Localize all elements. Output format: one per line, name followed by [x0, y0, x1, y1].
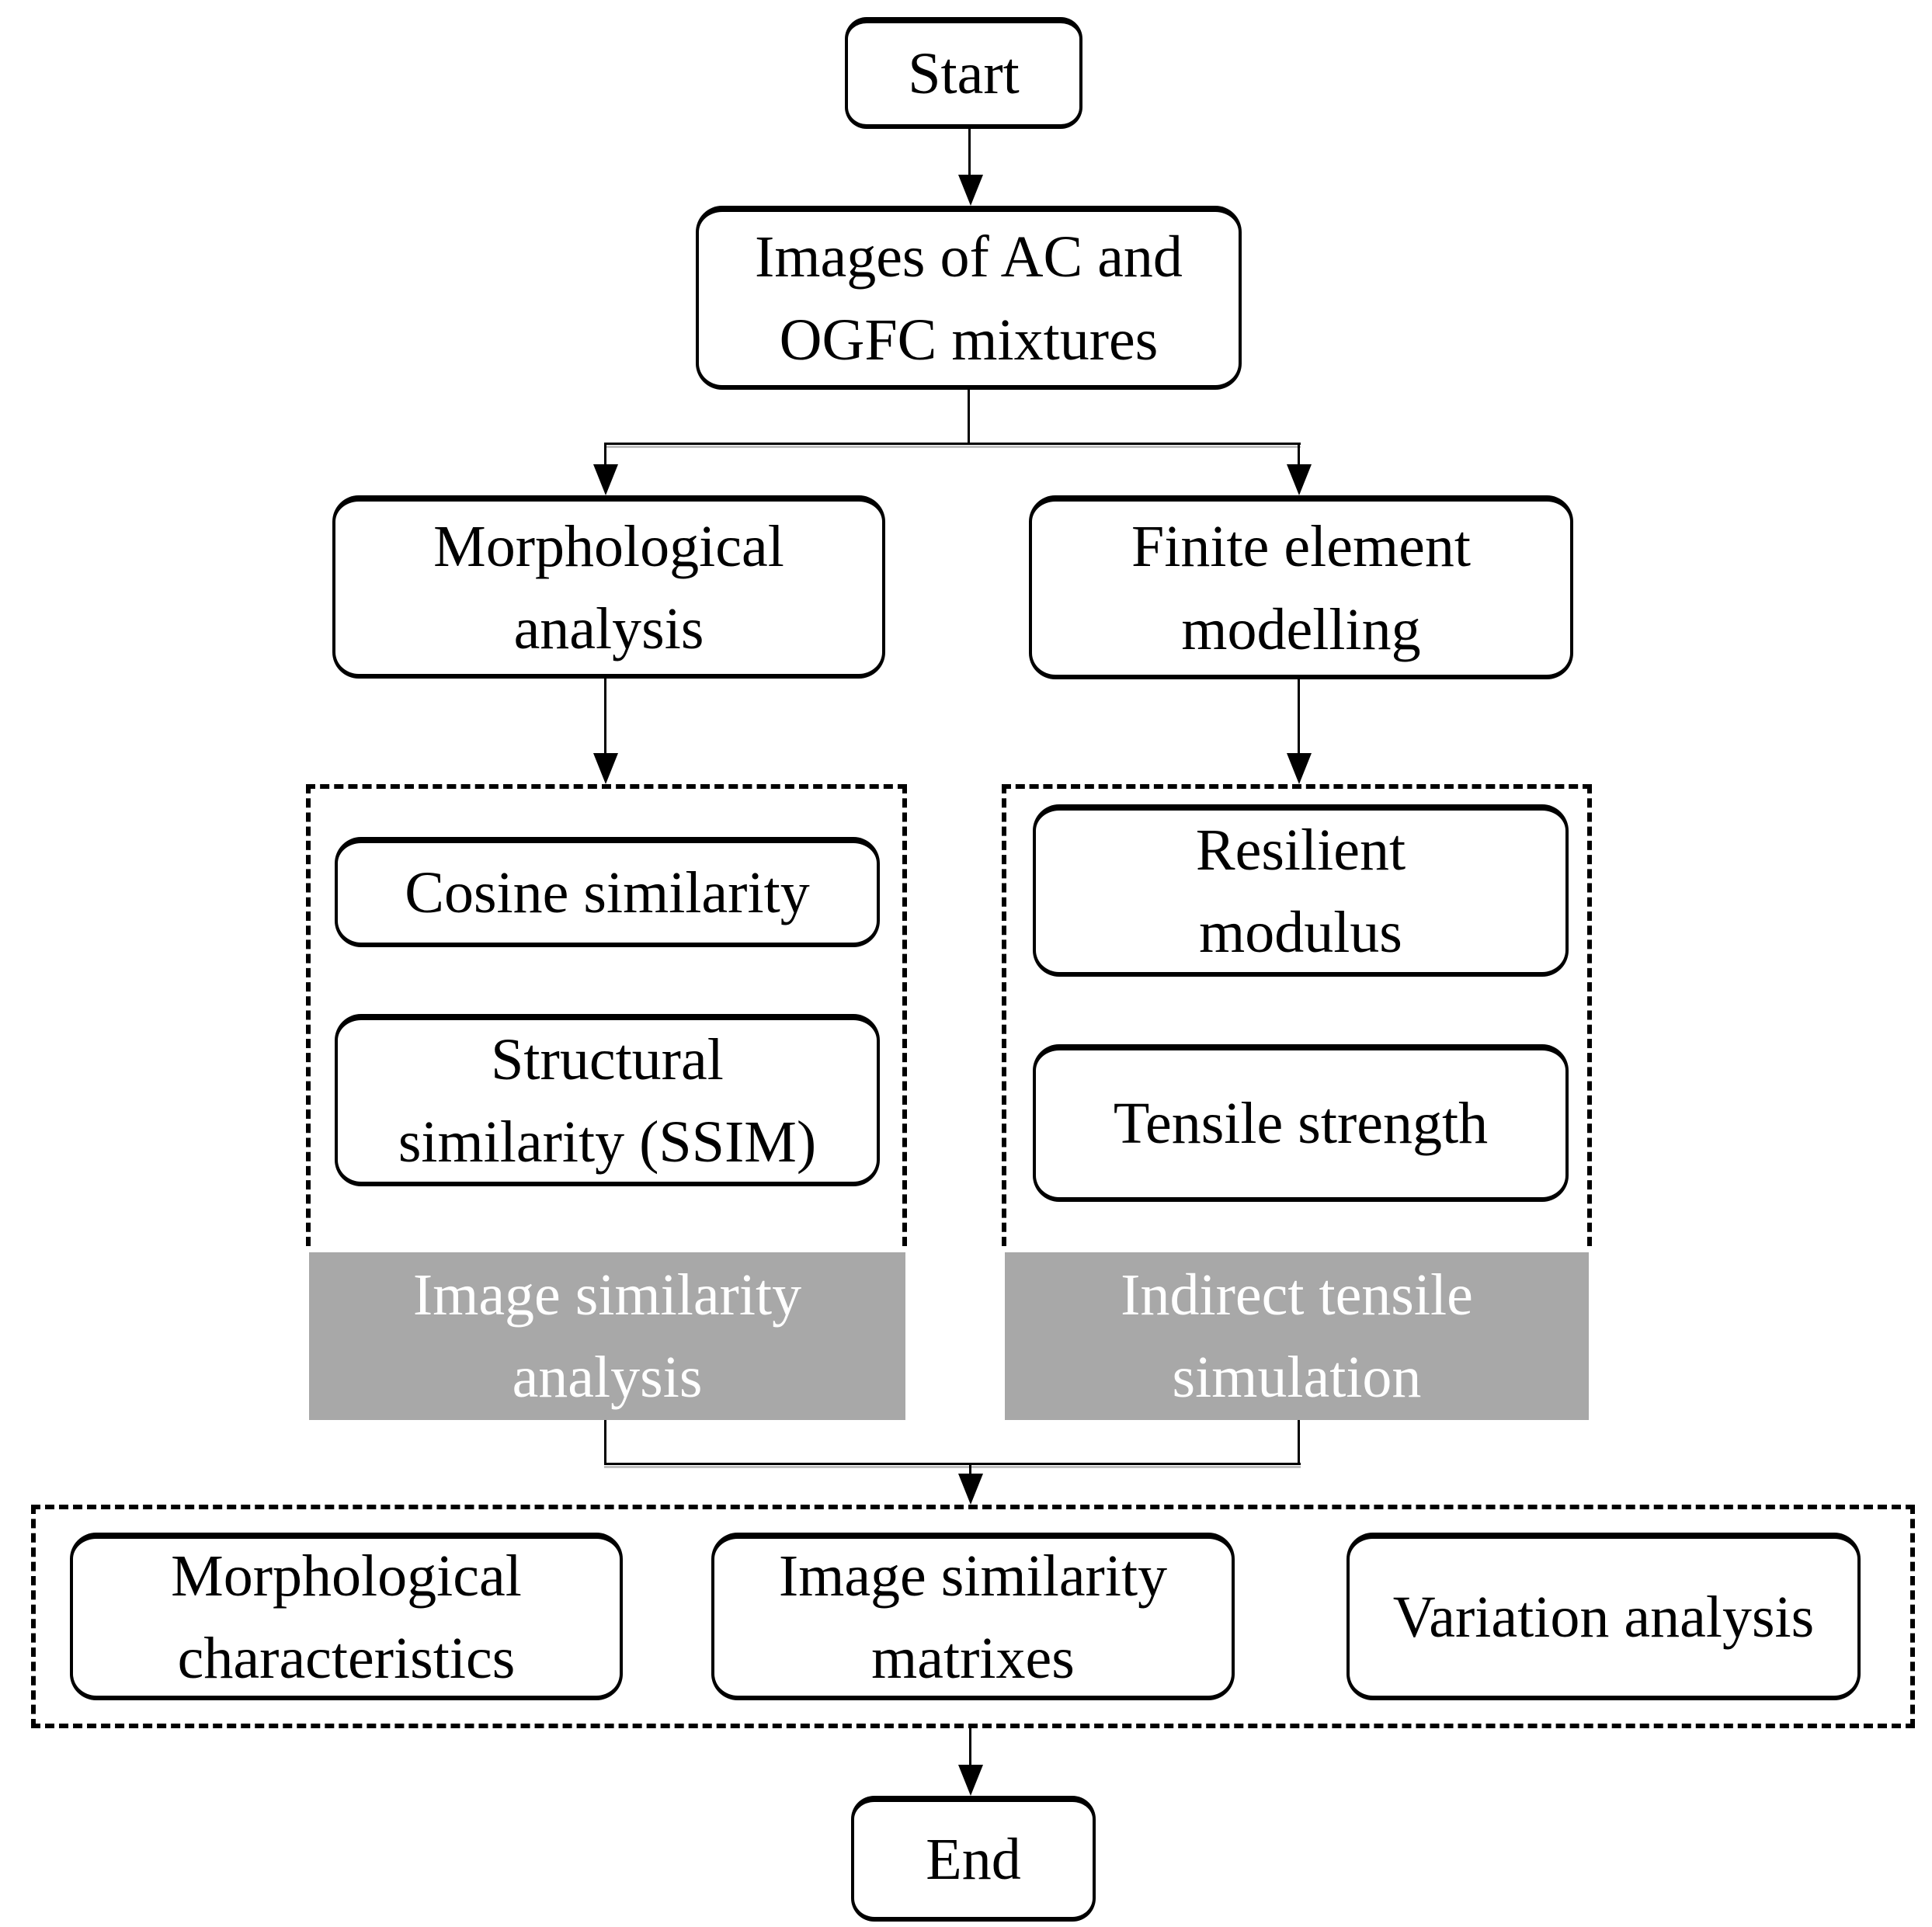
connector-start-images: [968, 129, 971, 177]
end-node-label: End: [926, 1826, 1021, 1892]
connector-split-left: [604, 443, 606, 466]
start-node: Start: [845, 17, 1082, 129]
image-similarity-analysis-band: Image similarity analysis: [309, 1252, 905, 1420]
images-node: Images of AC and OGFC mixtures: [696, 206, 1242, 390]
arrowhead-split-right: [1287, 464, 1312, 495]
tensile-strength-node: Tensile strength: [1033, 1044, 1569, 1202]
end-node: End: [851, 1796, 1096, 1922]
connector-split-horizontal: [604, 443, 1301, 445]
morphological-characteristics-node: Morphological characteristics: [70, 1533, 623, 1700]
arrowhead-split-left: [593, 464, 618, 495]
images-node-label: Images of AC and OGFC mixtures: [755, 224, 1183, 373]
arrowhead-results-end: [958, 1765, 983, 1796]
finite-element-modelling-label: Finite element modelling: [1131, 514, 1471, 662]
resilient-modulus-label: Resilient modulus: [1195, 817, 1406, 965]
arrowhead-start-images: [958, 175, 983, 206]
arrowhead-morph-group: [593, 753, 618, 784]
variation-analysis-label: Variation analysis: [1392, 1584, 1815, 1650]
connector-results-end: [969, 1728, 971, 1766]
connector-merge-horizontal: [604, 1463, 1301, 1465]
connector-merge-results: [969, 1465, 971, 1475]
morphological-characteristics-label: Morphological characteristics: [171, 1543, 522, 1691]
morphological-analysis-node: Morphological analysis: [332, 495, 885, 679]
group-indirect-tensile-simulation: [1002, 784, 1592, 1246]
connector-morph-group: [604, 679, 606, 755]
image-similarity-matrixes-label: Image similarity matrixes: [778, 1543, 1168, 1691]
finite-element-modelling-node: Finite element modelling: [1029, 495, 1573, 679]
morphological-analysis-label: Morphological analysis: [433, 513, 784, 661]
image-similarity-matrixes-node: Image similarity matrixes: [711, 1533, 1235, 1700]
connector-merge-left: [604, 1420, 606, 1465]
cosine-similarity-node: Cosine similarity: [335, 837, 880, 947]
connector-merge-right: [1298, 1420, 1300, 1465]
structural-similarity-label: Structural similarity (SSIM): [398, 1026, 817, 1175]
indirect-tensile-simulation-band: Indirect tensile simulation: [1005, 1252, 1589, 1420]
group-results: [31, 1505, 1915, 1728]
image-similarity-analysis-band-label: Image similarity analysis: [412, 1262, 802, 1410]
arrowhead-finite-group: [1287, 753, 1312, 784]
resilient-modulus-node: Resilient modulus: [1033, 804, 1569, 977]
group-image-similarity-analysis: [306, 784, 907, 1246]
connector-images-split: [968, 390, 970, 444]
connector-split-right: [1298, 443, 1300, 466]
connector-finite-group: [1298, 679, 1300, 755]
indirect-tensile-simulation-band-label: Indirect tensile simulation: [1121, 1262, 1473, 1410]
arrowhead-merge-results: [958, 1474, 983, 1505]
tensile-strength-label: Tensile strength: [1113, 1091, 1489, 1157]
variation-analysis-node: Variation analysis: [1346, 1533, 1861, 1700]
cosine-similarity-label: Cosine similarity: [405, 859, 810, 925]
structural-similarity-node: Structural similarity (SSIM): [335, 1014, 880, 1186]
start-node-label: Start: [908, 40, 1020, 106]
